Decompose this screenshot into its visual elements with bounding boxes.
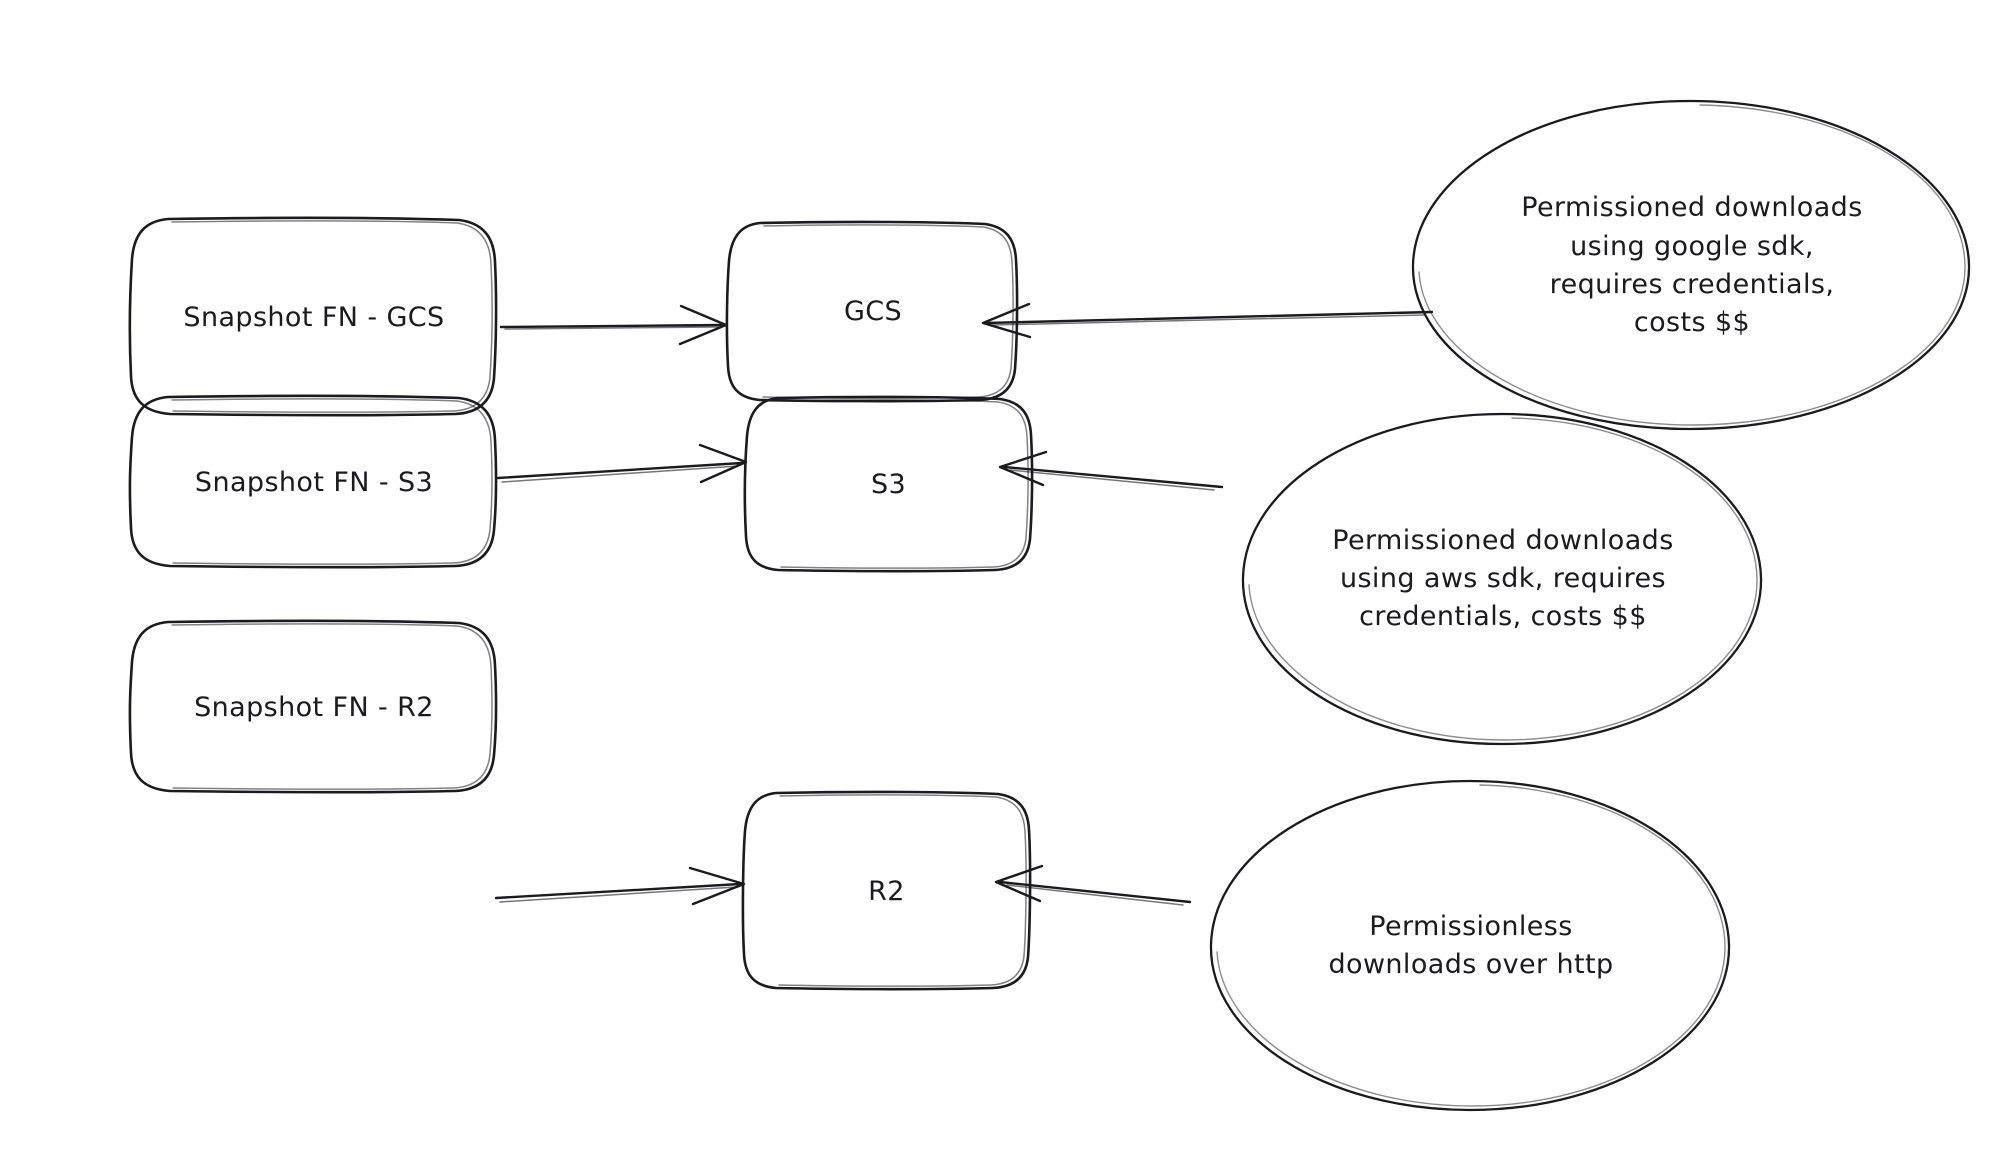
arrow-note-to-target-gcs: [981, 302, 1434, 339]
shape-note-ellipse-r2: [1209, 779, 1731, 1112]
arrow-source-to-target-gcs: [499, 304, 728, 346]
arrow-note-to-target-r2: [994, 864, 1192, 906]
arrow-note-to-target-s3: [998, 450, 1224, 491]
shape-note-ellipse-gcs: [1411, 99, 1971, 431]
shape-target-box-gcs: [725, 220, 1019, 403]
arrow-source-to-target-s3: [496, 443, 748, 484]
shape-source-box-r2: [128, 619, 498, 794]
shape-note-ellipse-s3: [1241, 412, 1763, 746]
shape-target-box-s3: [743, 395, 1034, 573]
shape-target-box-r2: [741, 790, 1032, 991]
shape-source-box-gcs: [128, 216, 498, 417]
arrow-source-to-target-r2: [494, 866, 746, 906]
shape-source-box-s3: [128, 394, 498, 569]
